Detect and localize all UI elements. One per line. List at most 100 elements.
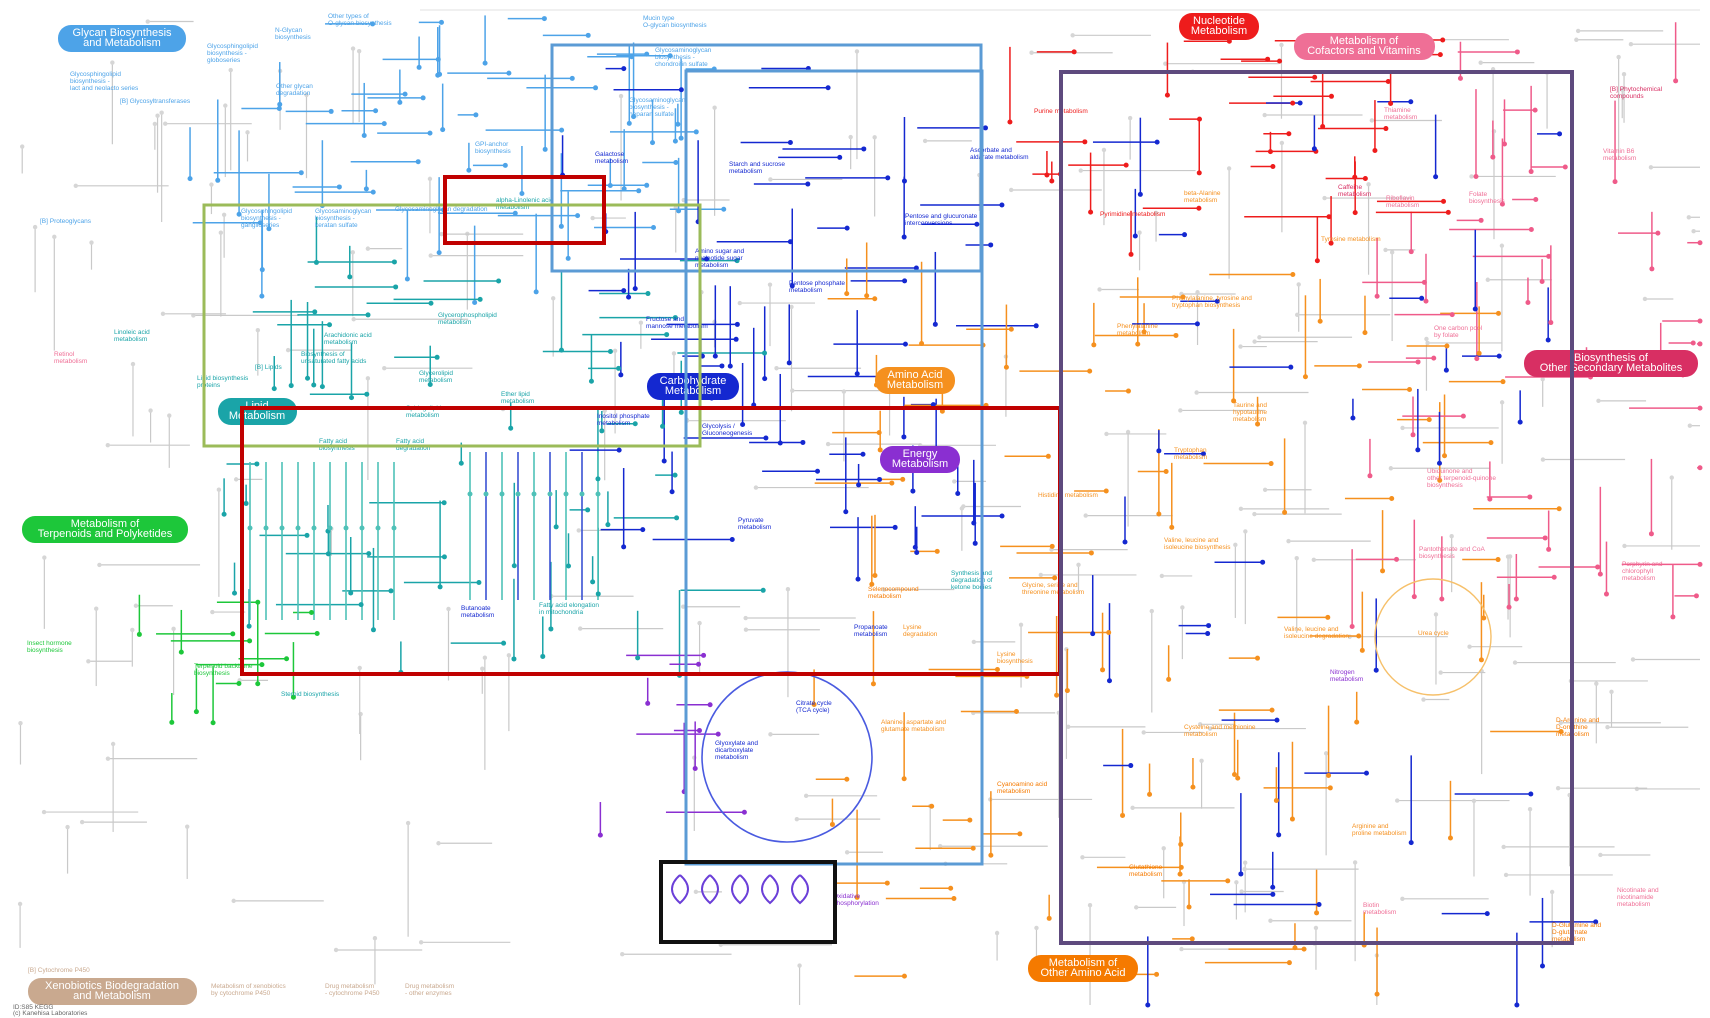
compound-node[interactable] [860,452,865,457]
compound-node[interactable] [1448,836,1453,841]
compound-node[interactable] [284,656,289,661]
compound-node[interactable] [1298,100,1303,105]
compound-node[interactable] [232,591,237,596]
compound-node[interactable] [382,121,387,126]
compound-node[interactable] [435,355,440,360]
compound-node[interactable] [713,354,718,359]
compound-node[interactable] [995,667,1000,672]
compound-node[interactable] [305,376,310,381]
pathway-label[interactable]: Other glycandegradation [276,83,313,97]
compound-node[interactable] [1260,560,1265,565]
compound-node[interactable] [1206,623,1211,628]
pathway-label[interactable]: Synthesis anddegradation ofketone bodies [951,570,993,591]
compound-node[interactable] [1155,140,1160,145]
compound-node[interactable] [1269,461,1274,466]
compound-node[interactable] [1326,773,1331,778]
compound-node[interactable] [1197,117,1202,122]
compound-node[interactable] [590,579,595,584]
pathway-label[interactable]: Glycine, serine andthreonine metabolism [1022,582,1084,596]
compound-node[interactable] [621,66,626,71]
compound-node[interactable] [1124,163,1129,168]
compound-node[interactable] [1525,300,1530,305]
compound-node[interactable] [1196,206,1201,211]
compound-node[interactable] [621,288,626,293]
compound-node[interactable] [1374,668,1379,673]
compound-node[interactable] [1546,254,1551,259]
compound-node[interactable] [1353,210,1358,215]
compound-node[interactable] [500,492,505,497]
compound-node[interactable] [861,146,866,151]
compound-node[interactable] [337,184,342,189]
compound-node[interactable] [376,526,381,531]
compound-node[interactable] [1317,902,1322,907]
compound-node[interactable] [762,376,767,381]
pathway-label[interactable]: Glyoxylate anddicarboxylatemetabolism [715,740,758,761]
compound-node[interactable] [388,588,393,593]
compound-node[interactable] [1442,453,1447,458]
compound-node[interactable] [762,351,767,356]
compound-node[interactable] [902,776,907,781]
compound-node[interactable] [1270,892,1275,897]
compound-node[interactable] [673,473,678,478]
pathway-label[interactable]: Glycosaminoglycanbiosynthesis -keratan s… [315,208,372,229]
pathway-label[interactable]: Biosynthesis ofunsaturated fatty acids [301,351,367,365]
compound-node[interactable] [971,520,976,525]
compound-node[interactable] [598,833,603,838]
compound-node[interactable] [1270,885,1275,890]
compound-node[interactable] [1265,57,1270,62]
pathway-label[interactable]: Selenocompoundmetabolism [868,586,919,600]
compound-node[interactable] [1444,344,1449,349]
compound-node[interactable] [1122,540,1127,545]
compound-node[interactable] [506,71,511,76]
compound-node[interactable] [347,274,352,279]
pathway-label[interactable]: Glycolysis /Gluconeogenesis [702,423,753,437]
compound-node[interactable] [983,125,988,130]
compound-node[interactable] [392,526,397,531]
compound-node[interactable] [1473,174,1478,179]
compound-node[interactable] [1129,252,1134,257]
compound-node[interactable] [1649,266,1654,271]
compound-node[interactable] [1691,341,1696,346]
compound-node[interactable] [644,183,649,188]
pathway-label[interactable]: beta-Alaninemetabolism [1184,190,1221,204]
compound-node[interactable] [247,638,252,643]
pathway-label[interactable]: Glutathionemetabolism [1129,864,1163,878]
compound-node[interactable] [362,133,367,138]
pathway-label[interactable]: GPI-anchorbiosynthesis [475,141,512,155]
pathway-label[interactable]: Tryptophanmetabolism [1174,447,1207,461]
compound-node[interactable] [1007,120,1012,125]
compound-node[interactable] [344,526,349,531]
compound-node[interactable] [366,312,371,317]
compound-node[interactable] [1133,233,1138,238]
compound-node[interactable] [1034,323,1039,328]
pathway-label[interactable]: [B] Glycosyltransferases [120,98,191,105]
compound-node[interactable] [1698,319,1703,324]
compound-node[interactable] [559,128,564,133]
pathway-label[interactable]: Vitamin B6metabolism [1603,148,1636,162]
compound-node[interactable] [675,122,680,127]
compound-node[interactable] [1514,596,1519,601]
compound-node[interactable] [1357,363,1362,368]
compound-node[interactable] [314,260,319,265]
compound-node[interactable] [326,551,331,556]
category-pill-secondary-metabolites[interactable]: Biosynthesis ofOther Secondary Metabolit… [1524,350,1698,377]
compound-node[interactable] [636,188,641,193]
compound-node[interactable] [1533,108,1538,113]
category-pill-cofactors[interactable]: Metabolism ofCofactors and Vitamins [1294,33,1435,60]
compound-node[interactable] [1138,192,1143,197]
compound-node[interactable] [1655,231,1660,236]
compound-node[interactable] [1613,179,1618,184]
pathway-label[interactable]: Citrate cycle(TCA cycle) [796,700,832,714]
compound-node[interactable] [437,250,442,255]
compound-node[interactable] [360,526,365,531]
compound-node[interactable] [476,580,481,585]
compound-node[interactable] [1326,214,1331,219]
compound-node[interactable] [1698,465,1703,470]
compound-node[interactable] [1698,562,1703,567]
compound-node[interactable] [442,554,447,559]
compound-node[interactable] [844,777,849,782]
compound-node[interactable] [1419,296,1424,301]
compound-node[interactable] [893,525,898,530]
